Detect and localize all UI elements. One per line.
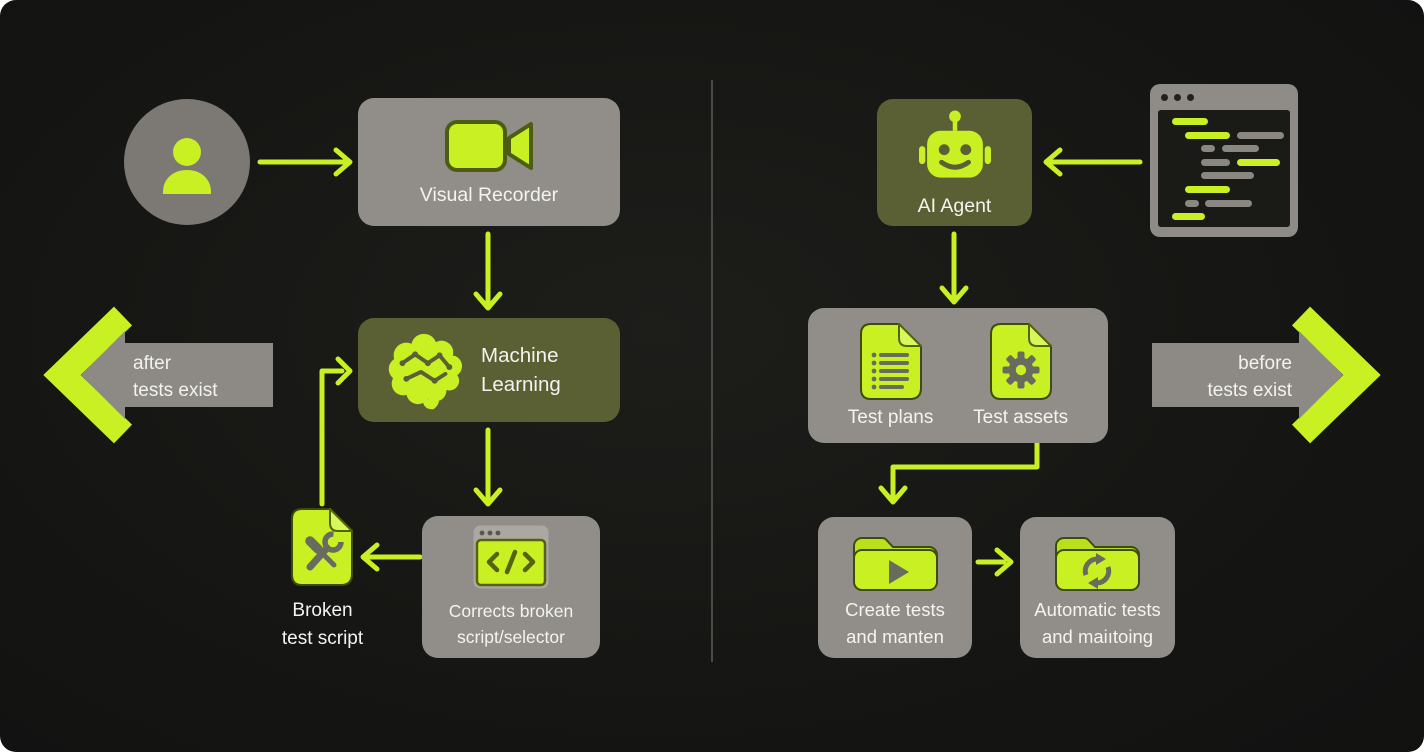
code-line-bar — [1185, 199, 1199, 207]
visual-recorder-node: Visual Recorder — [358, 98, 620, 226]
broken-test-script-node — [289, 506, 355, 593]
document-checklist-icon — [859, 323, 922, 400]
ai-agent-node: AI Agent — [877, 99, 1032, 226]
arrow-create-to-auto — [975, 547, 1014, 577]
code-editor-window-icon — [1150, 84, 1298, 237]
code-line-bar — [1201, 145, 1215, 153]
code-line-bar — [1237, 158, 1280, 166]
create-tests-line1: Create tests — [845, 599, 945, 620]
user-avatar — [124, 99, 250, 225]
arrow-user-to-recorder — [257, 147, 353, 177]
code-line-bar — [1185, 131, 1230, 139]
robot-icon — [918, 110, 991, 178]
corrects-broken-label: Corrects broken script/selector — [449, 598, 574, 650]
machine-learning-node: Machine Learning — [358, 318, 620, 422]
automatic-tests-node: Automatic tests and maiıtoing — [1020, 517, 1175, 658]
file-tools-icon — [291, 508, 353, 586]
code-line-bar — [1205, 199, 1252, 207]
checklist-glyph — [871, 352, 909, 390]
test-plans-label: Test plans — [847, 407, 934, 428]
before-tests-line1: before — [1238, 353, 1292, 374]
flow-arrows — [257, 147, 1143, 577]
after-tests-line2: tests exist — [133, 380, 218, 401]
code-line-bar — [1201, 172, 1254, 180]
broken-test-script-label: Broken test script — [240, 597, 405, 652]
test-assets-item: Test assets — [973, 322, 1068, 429]
user-icon — [163, 138, 211, 194]
arrow-recorder-to-ml — [473, 231, 503, 311]
automatic-tests-line1: Automatic tests — [1034, 599, 1161, 620]
play-glyph — [888, 560, 909, 584]
arrow-corrects-to-broken — [360, 542, 423, 572]
arrow-broken-to-ml — [319, 356, 353, 507]
test-assets-label: Test assets — [973, 407, 1069, 428]
code-editor-lines — [1158, 110, 1290, 227]
side-arrow-left — [43, 306, 273, 444]
code-window-titlebar — [1150, 84, 1298, 110]
arrow-code-to-agent — [1043, 147, 1143, 177]
test-artifacts-node: Test plans — [808, 308, 1108, 443]
code-line-bar — [1172, 118, 1208, 125]
arrow-tests-to-create — [878, 440, 1040, 505]
code-line-bar — [1185, 186, 1230, 193]
window-dot-icon — [1174, 93, 1181, 101]
brain-icon — [388, 333, 463, 410]
create-tests-label: Create tests and manten — [845, 596, 945, 650]
code-line-bar — [1237, 131, 1284, 139]
broken-line2: test script — [281, 627, 364, 649]
before-tests-line2: tests exist — [1207, 380, 1292, 401]
visual-recorder-label: Visual Recorder — [419, 184, 559, 206]
side-arrow-right — [1152, 306, 1381, 444]
create-tests-line2: and manten — [846, 626, 944, 647]
code-line-bar — [1201, 158, 1230, 166]
arrow-agent-to-tests — [939, 231, 969, 305]
window-dot-icon — [1187, 93, 1194, 101]
window-dot-icon — [1161, 93, 1168, 101]
corrects-broken-line1: Corrects broken — [448, 600, 574, 621]
sync-glyph — [1082, 553, 1112, 589]
folder-sync-icon — [1055, 536, 1140, 591]
machine-learning-label: Machine Learning — [481, 341, 561, 399]
code-line-bar — [1222, 145, 1259, 153]
machine-learning-line1: Machine — [481, 344, 559, 367]
automatic-tests-label: Automatic tests and maiıtoing — [1034, 596, 1160, 650]
video-camera-icon — [445, 120, 533, 172]
create-tests-node: Create tests and manten — [818, 517, 972, 658]
browser-code-icon — [473, 525, 549, 588]
test-plans-item: Test plans — [847, 322, 934, 429]
before-tests-label: before tests exist — [1142, 350, 1292, 404]
after-tests-label: after tests exist — [133, 350, 283, 404]
after-tests-line1: after — [133, 353, 172, 374]
broken-line1: Broken — [292, 600, 353, 621]
machine-learning-line2: Learning — [481, 373, 561, 396]
gear-glyph — [1002, 351, 1040, 389]
ai-agent-label: AI Agent — [917, 194, 992, 217]
code-line-bar — [1172, 213, 1205, 221]
arrow-ml-to-corrects — [473, 427, 503, 507]
corrects-broken-line2: script/selector — [457, 626, 565, 647]
folder-play-icon — [852, 536, 938, 591]
automatic-tests-line2: and maiıtoing — [1041, 626, 1154, 647]
document-gear-icon — [989, 323, 1052, 400]
crossed-tools-glyph — [305, 531, 344, 571]
corrects-broken-node: Corrects broken script/selector — [422, 516, 600, 658]
